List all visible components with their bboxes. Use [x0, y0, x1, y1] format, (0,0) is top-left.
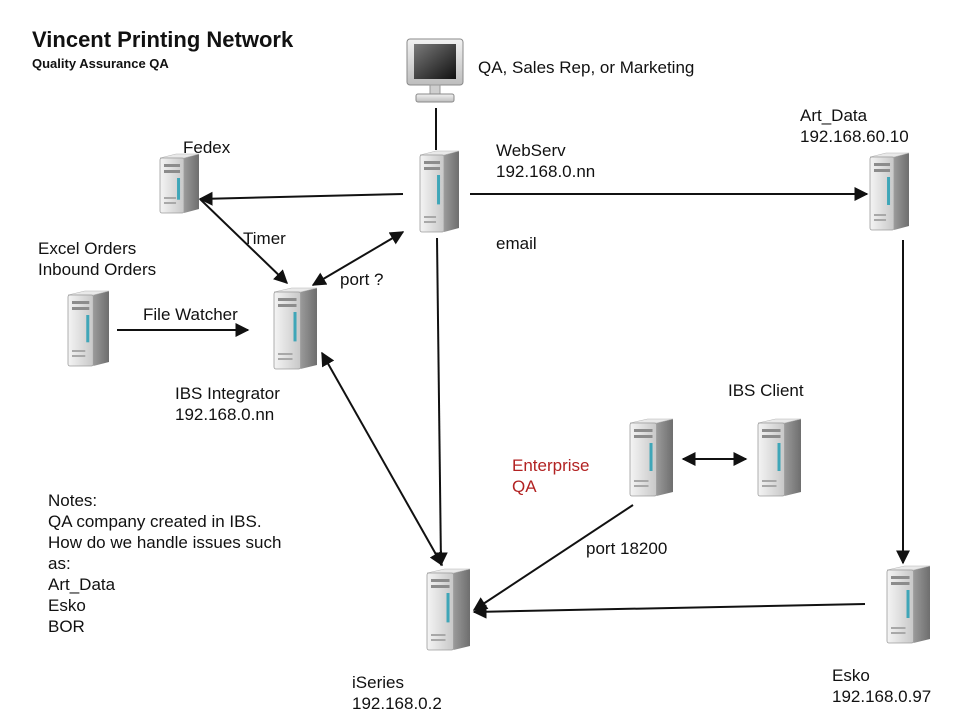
- webserv-ip: 192.168.0.nn: [496, 162, 596, 181]
- file-watcher-label: File Watcher: [143, 305, 238, 324]
- port-unknown-label: port ?: [340, 270, 384, 289]
- ibs-client-server-icon: [757, 418, 802, 497]
- fedex-label: Fedex: [183, 138, 231, 157]
- iseries-server-icon: [426, 568, 471, 651]
- timer-label: Timer: [243, 229, 286, 248]
- art-data-ip: 192.168.60.10: [800, 127, 909, 146]
- ibs-integrator-label: IBS Integrator 192.168.0.nn: [175, 383, 280, 425]
- iseries-label: iSeries 192.168.0.2: [352, 672, 442, 714]
- esko-label: Esko 192.168.0.97: [832, 665, 931, 707]
- notes-block: Notes: QA company created in IBS. How do…: [48, 490, 281, 637]
- edge-fedex-integrator: [199, 198, 289, 284]
- webserv-label: WebServ 192.168.0.nn: [496, 140, 595, 182]
- art-data-label: Art_Data 192.168.60.10: [800, 105, 909, 147]
- enterprise-qa-server-icon: [629, 418, 674, 497]
- ibs-integrator-server-icon: [273, 287, 318, 370]
- esko-name: Esko: [832, 666, 870, 685]
- notes-line: BOR: [48, 617, 85, 636]
- enterprise-qa-line1: Enterprise: [512, 456, 590, 475]
- art-data-server-icon: [869, 152, 910, 231]
- webserv-server-icon: [419, 150, 460, 233]
- iseries-name: iSeries: [352, 673, 404, 692]
- excel-orders-label: Excel Orders Inbound Orders: [38, 238, 156, 280]
- edge-integrator-webserv: [311, 231, 405, 286]
- edge-webserv-iseries: [433, 237, 448, 567]
- art-data-name: Art_Data: [800, 106, 868, 125]
- edge-enterprise-iseries: [472, 504, 634, 611]
- edge-integrator-iseries: [321, 351, 443, 567]
- excel-orders-line1: Excel Orders: [38, 239, 137, 258]
- email-label: email: [496, 234, 537, 253]
- notes-line: as:: [48, 554, 71, 573]
- notes-line: Esko: [48, 596, 86, 615]
- diagram-subtitle: Quality Assurance QA: [32, 56, 169, 71]
- ibs-integrator-ip: 192.168.0.nn: [175, 405, 275, 424]
- esko-ip: 192.168.0.97: [832, 687, 932, 706]
- esko-server-icon: [886, 565, 931, 644]
- edge-esko-iseries: [472, 603, 866, 619]
- excel-orders-line2: Inbound Orders: [38, 260, 157, 279]
- enterprise-qa-line2: QA: [512, 477, 537, 496]
- client-monitor-icon: [406, 38, 464, 103]
- excel-orders-server-icon: [67, 290, 110, 367]
- notes-line: How do we handle issues such: [48, 533, 282, 552]
- notes-line: QA company created in IBS.: [48, 512, 262, 531]
- port-18200-label: port 18200: [586, 539, 668, 558]
- diagram-title: Vincent Printing Network: [32, 27, 294, 52]
- notes-heading: Notes:: [48, 491, 98, 510]
- edge-webserv-fedex: [198, 191, 404, 206]
- ibs-integrator-name: IBS Integrator: [175, 384, 280, 403]
- iseries-ip: 192.168.0.2: [352, 694, 442, 713]
- client-pc-label: QA, Sales Rep, or Marketing: [478, 58, 695, 77]
- notes-line: Art_Data: [48, 575, 116, 594]
- webserv-name: WebServ: [496, 141, 566, 160]
- enterprise-qa-label: Enterprise QA: [512, 455, 589, 497]
- fedex-server-icon: [159, 153, 200, 214]
- ibs-client-label: IBS Client: [728, 381, 804, 400]
